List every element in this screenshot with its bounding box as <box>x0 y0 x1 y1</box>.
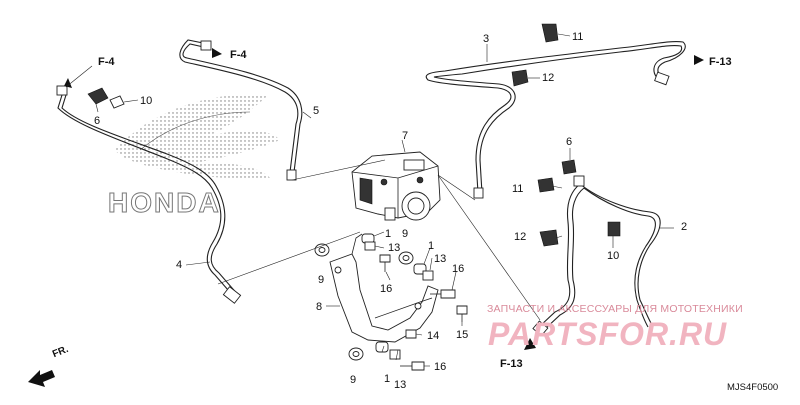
clamp-10 <box>607 221 621 237</box>
watermark-logo: PARTSFOR.RU <box>488 316 728 352</box>
callout-13: 13 <box>394 379 406 391</box>
callout-9: 9 <box>350 374 356 386</box>
nut <box>389 349 401 360</box>
clamp-6 <box>87 87 109 105</box>
callout-9: 9 <box>402 228 408 240</box>
callout-16: 16 <box>452 263 464 275</box>
callout-1: 1 <box>385 228 391 240</box>
callout-13: 13 <box>434 253 446 265</box>
callout-5: 5 <box>313 105 319 117</box>
reference-f13: F-13 <box>500 358 523 370</box>
brake-pipe-5 <box>179 39 303 181</box>
honda-logo-text: HONDA <box>108 187 221 218</box>
arrow-icon <box>694 55 704 65</box>
callout-10: 10 <box>607 250 619 262</box>
callout-11: 11 <box>512 183 523 195</box>
clamp-12 <box>511 69 529 87</box>
collars-and-nuts <box>361 233 434 360</box>
callout-15: 15 <box>456 329 468 341</box>
reference-f4: F-4 <box>98 56 115 68</box>
honda-wing-logo: HONDA <box>108 94 280 219</box>
callout-16: 16 <box>434 361 446 373</box>
brake-pipe-2 <box>532 175 661 337</box>
callout-4: 4 <box>176 259 182 271</box>
callout-14: 14 <box>427 330 439 342</box>
abs-modulator-7 <box>351 151 441 221</box>
callout-16: 16 <box>380 283 392 295</box>
callout-10: 10 <box>140 95 152 107</box>
reference-labels: F-4 F-4 F-13 F-13 <box>64 48 732 370</box>
callout-1: 1 <box>384 373 390 385</box>
arrow-icon <box>64 78 72 88</box>
pipe-fitting <box>200 40 212 51</box>
arrow-icon <box>524 338 536 350</box>
nut <box>364 241 376 251</box>
bolts <box>379 254 468 371</box>
callout-2: 2 <box>681 221 687 233</box>
brake-pipe-3 <box>425 41 686 199</box>
pipe-fitting <box>286 169 297 181</box>
pipe-fitting <box>222 286 242 304</box>
reference-f13: F-13 <box>709 56 732 68</box>
clamp-10 <box>109 95 125 109</box>
brake-pipe-4 <box>56 85 242 304</box>
callout-8: 8 <box>316 301 322 313</box>
pipe-fitting <box>473 187 484 199</box>
callout-3: 3 <box>483 33 489 45</box>
clamp-11 <box>537 177 555 193</box>
arrow-icon <box>212 48 222 58</box>
callout-13: 13 <box>388 242 400 254</box>
callout-9: 9 <box>318 274 324 286</box>
callout-1: 1 <box>428 240 434 252</box>
front-direction-arrow <box>28 370 55 387</box>
nut <box>422 270 434 281</box>
abs-bracket-8 <box>329 233 439 343</box>
watermark-tagline: ЗАПЧАСТИ И АКСЕССУАРЫ ДЛЯ МОТОТЕХНИКИ <box>487 303 743 315</box>
diagram-code: MJS4F0500 <box>727 382 779 393</box>
pipe-clamps <box>87 23 621 247</box>
collar <box>375 341 389 353</box>
part-callouts: 1 1 1 2 3 4 5 6 6 7 8 9 9 9 10 10 11 11 … <box>94 31 687 391</box>
leader-lines <box>95 33 674 367</box>
callout-6: 6 <box>94 115 100 127</box>
pipe-fitting <box>654 71 670 86</box>
clamp-12 <box>539 229 559 247</box>
reference-f4: F-4 <box>230 49 247 61</box>
pipe-fitting <box>573 175 585 187</box>
clamp-6 <box>561 159 577 175</box>
callout-7: 7 <box>402 130 408 142</box>
callout-11: 11 <box>572 31 583 43</box>
callout-12: 12 <box>514 231 526 243</box>
pipe-fitting <box>56 85 68 96</box>
pipe-fitting <box>532 320 549 337</box>
callout-12: 12 <box>542 72 554 84</box>
clamp-11 <box>541 23 559 43</box>
callout-6: 6 <box>566 136 572 148</box>
